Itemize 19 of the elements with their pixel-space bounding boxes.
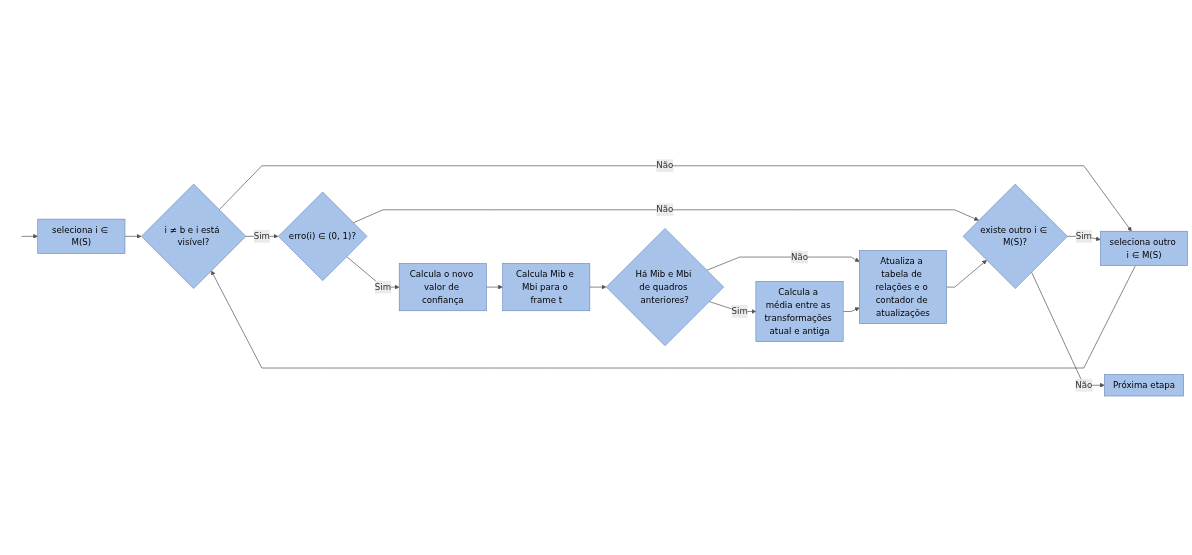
node-diamond: erro(i) ∈ (0, 1)?: [278, 191, 368, 281]
node-diamond: Há Mib e Mbi de quadros anteriores?: [606, 227, 724, 346]
node-box: seleciona outro i ∈ M(S): [1100, 230, 1188, 266]
edge-label: Não: [656, 204, 674, 215]
edge-label: Sim: [374, 281, 392, 292]
edge-label: Sim: [1075, 230, 1092, 242]
node-diamond: existe outro i ∈ M(S)?: [962, 183, 1068, 289]
node-box: Calcula a média entre as transformações atual e antiga: [755, 280, 844, 342]
edge-label: Não: [656, 160, 674, 171]
edge-label: Não: [791, 251, 809, 262]
node-box: Próxima etapa: [1104, 374, 1184, 397]
node-box: Atualiza a tabela de relações e o contador de atualizações: [859, 250, 947, 324]
node-box: Calcula o novo valor de confiança: [398, 262, 487, 311]
node-diamond: i ≠ b e i está visível?: [141, 183, 247, 289]
edge-label: Sim: [253, 230, 270, 242]
edge-label: Não: [1075, 379, 1093, 390]
node-box: Calcula Mib e Mbi para o frame t: [502, 262, 591, 311]
edge-label: Sim: [731, 305, 748, 317]
node-box: seleciona i ∈ M(S): [37, 218, 126, 254]
